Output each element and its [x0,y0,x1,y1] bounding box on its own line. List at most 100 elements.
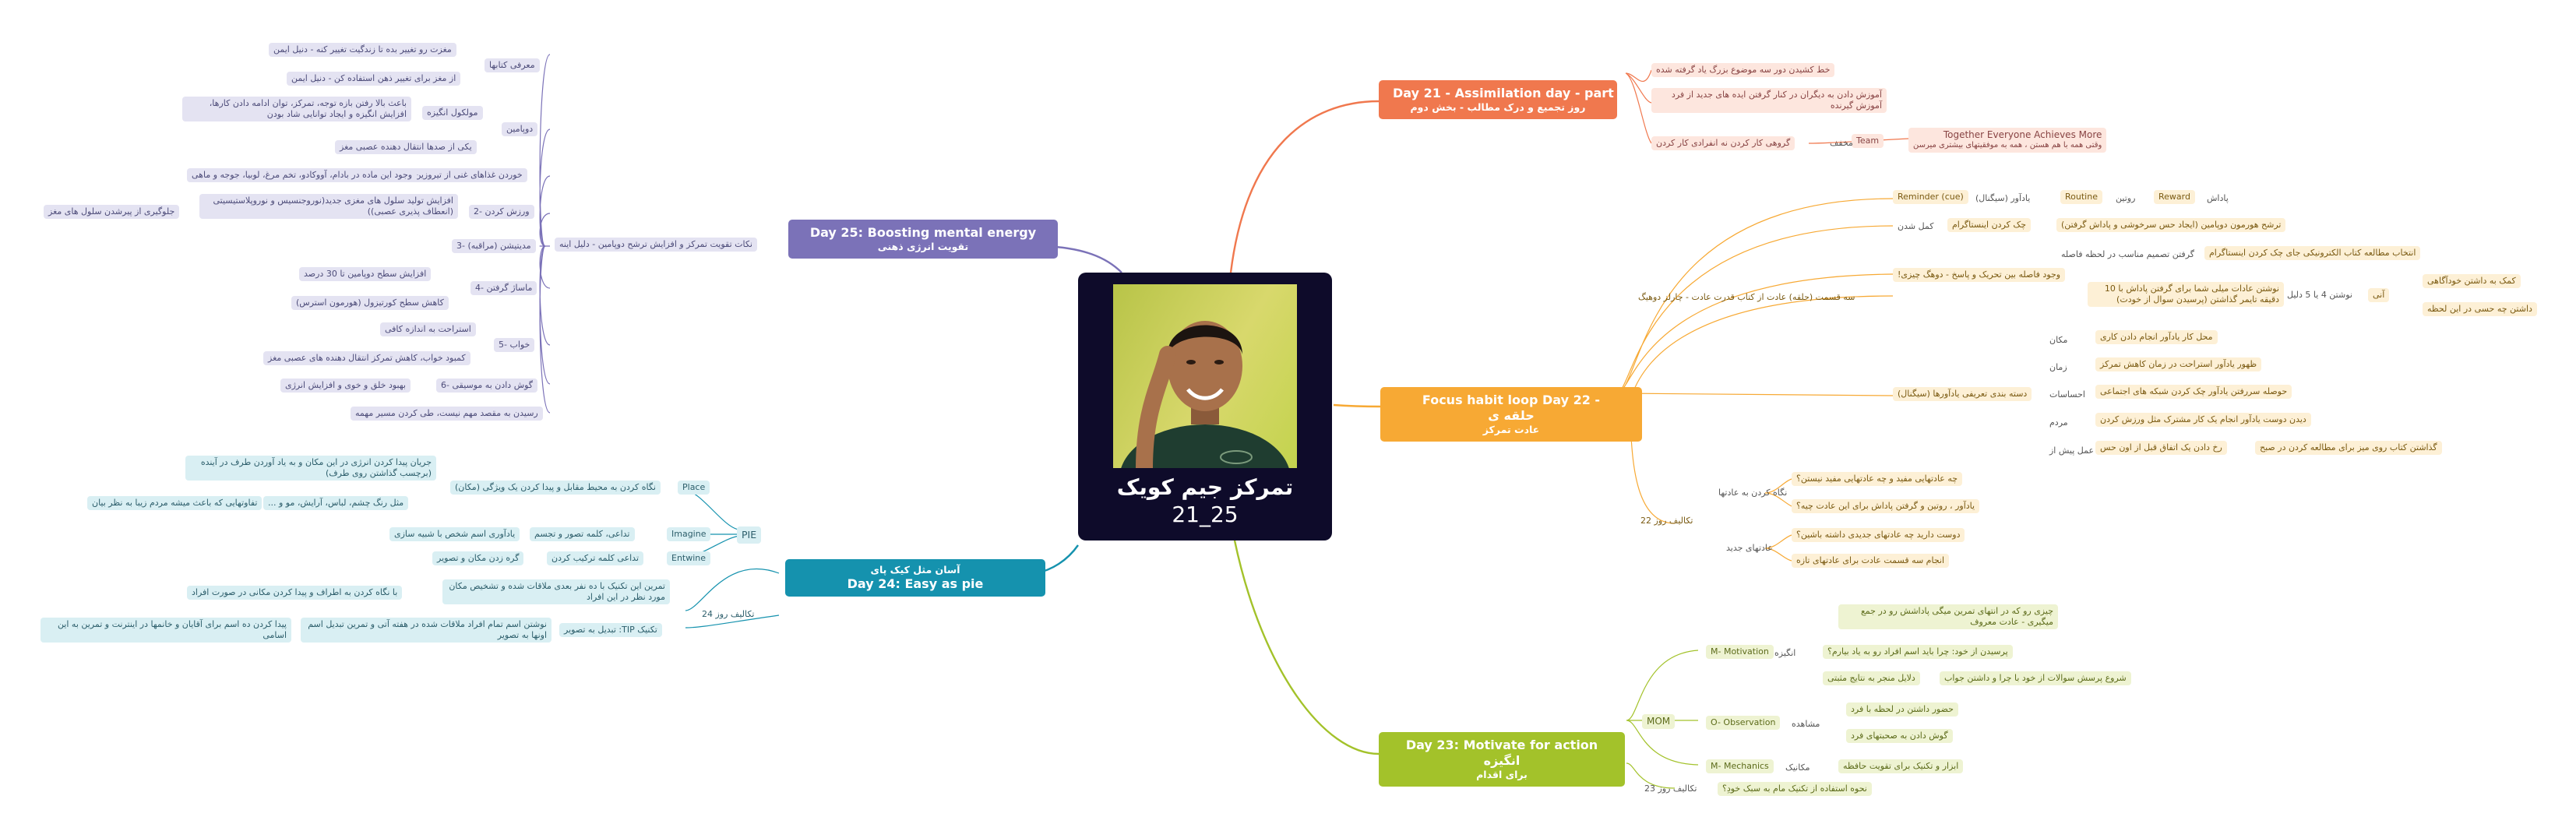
day23-title-row: Day 23: Motivate for action انگیزه [1393,738,1611,769]
day25-dopamine-a1[interactable]: باعث بالا رفتن بازه توجه، تمرکز، توان اد… [182,97,411,121]
day22-hub[interactable]: Focus habit loop Day 22 - حلقه ی عادت تم… [1380,387,1642,442]
day23-motivation-1[interactable]: چیزی رو که در انتهای تمرین میگی پاداشش ر… [1838,604,2058,629]
day21-team[interactable]: Team [1852,134,1884,148]
day24-imagine-b[interactable]: یادآوری اسم شخص با شبیه سازی [389,527,520,541]
day22-reward[interactable]: Reward [2154,190,2195,204]
day21-item-3[interactable]: گروهی کار کردن نه انفرادی کار کردن [1651,136,1795,150]
day25-p7[interactable]: رسیدن به مقصد مهم نیست، طی کردن مسیر مهم… [351,407,543,421]
day24-hub[interactable]: آسان مثل کیک پای Day 24: Easy as pie [785,559,1045,597]
day25-dopamine-b[interactable]: یکی از صدها انتقال دهنده عصبی مغز [335,140,477,154]
day22-gap-b3[interactable]: آنی [2368,288,2390,302]
day25-p4b[interactable]: کاهش سطح کورتیزول (هورمون استرس) [291,296,449,310]
day23-motivation-2[interactable]: پرسیدن از خود: چرا باید اسم افراد رو به … [1823,645,2013,659]
day25-p2[interactable]: ورزش کردن -2 [469,205,534,219]
day25-p1[interactable]: خوردن غذاهای غنی از تیروزین -1 [399,168,527,182]
day22-dopamine[interactable]: ترشح هورمون دوپامین (ایجاد حس سرخوشی و پ… [2056,218,2286,232]
day22-tasks-a2[interactable]: یادآور ، روتین و گرفتن پاداش برای این عا… [1792,499,1980,513]
day22-cue-desc-5[interactable]: رخ دادن یک اتفاق قبل از اون حس [2095,441,2227,455]
day25-p2a[interactable]: افزایش تولید سلول های مغزی جدید(نوروجنسی… [199,194,458,219]
day25-hub[interactable]: Day 25: Boosting mental energy تقویت انر… [788,220,1058,259]
day22-tasks-b2[interactable]: انجام سه قسمت عادت برای عادتهای تازه [1792,554,1950,568]
day25-root[interactable]: نکات تقویت تمرکز و افزایش ترشح دوپامین -… [555,238,757,252]
day21-team-full[interactable]: Together Everyone Achieves More وقتی همه… [1908,128,2107,153]
day22-tasks[interactable]: تکالیف روز 22 [1640,516,1693,526]
day22-cue-desc-4[interactable]: دیدن دوست یادآور انجام یک کار مشترک مثل … [2095,413,2311,427]
day22-dopamine-mid[interactable]: چک کردن اینستاگرام [1947,218,2032,232]
day22-gap-b[interactable]: نوشتن عادات میلی شما برای گرفتن پاداش با… [2088,282,2284,307]
day22-cue-2: زمان [2049,362,2067,372]
day25-p3[interactable]: مدیتیشن (مراقبه) -3 [452,239,536,253]
day22-gap-a2[interactable]: انتخاب مطالعه کتاب الکترونیکی جای چک کرد… [2204,246,2421,260]
day23-motivation[interactable]: M- Motivation [1706,645,1774,659]
day25-books-b[interactable]: از مغز برای تغییر ذهن استفاده کن - دنیل … [287,72,461,86]
day22-tasks-a1[interactable]: چه عادتهایی مفید و چه عادتهایی مفید نیست… [1792,472,1963,486]
day25-p2b[interactable]: جلوگیری از پیرشدن سلول های مغز [44,205,180,219]
day25-p1a[interactable]: وجود این ماده در بادام، آووکادو، تخم مرغ… [187,168,418,182]
day24-tip-a[interactable]: نوشتن اسم تمام افراد ملاقات شده در هفته … [301,618,551,643]
day25-books-a[interactable]: مغزت رو تغییر بده تا زندگیت تغییر کنه - … [269,43,456,57]
day21-item-2[interactable]: آموزش دادن به دیگران در کنار گرفتن ایده … [1651,88,1887,113]
day24-place-a[interactable]: جریان پیدا کردن انرژی در این مکان و به ی… [185,456,436,481]
day25-p6a[interactable]: بهبود خلق و خوی و افزایش انرژی [280,379,411,393]
day25-p5[interactable]: خواب -5 [494,338,535,352]
day23-subtitle: برای اقدام [1476,769,1528,780]
day22-gap-b5[interactable]: داشتن چه حسی در این لحظه [2423,302,2537,316]
day22-reminder[interactable]: Reminder (cue) [1893,190,1968,204]
day24-place-b[interactable]: مثل رنگ چشم، لباس، آرایش، مو و ... [263,496,409,510]
day22-cue-1: مکان [2049,335,2068,345]
day22-steps-root[interactable]: سه قسمت (حلقه) عادت از کتاب قدرت عادت - … [1638,292,1855,302]
day23-observation-1[interactable]: حضور داشتن در لحظه با فرد [1846,702,1958,717]
day25-p5a[interactable]: استراحت به اندازه کافی [380,322,476,336]
day24-place-b2[interactable]: تفاوتهایی که باعث میشه مردم زیبا به نظر … [87,496,263,510]
day23-tasks-item[interactable]: نحوه استفاده از تکنیک مام به سبک خودِ؟ [1718,782,1872,796]
day24-imagine[interactable]: Imagine [667,527,711,541]
day23-mom[interactable]: MOM [1642,714,1676,729]
day24-imagine-desc[interactable]: تداعی، کلمه تصور و تجسم [530,527,635,541]
day25-title: Day 25: Boosting mental energy [809,225,1037,240]
day22-cue-desc-3[interactable]: حوصله سررفتن یادآور چک کردن شبکه های اجت… [2095,385,2292,399]
day22-routine[interactable]: Routine [2060,190,2102,204]
day22-cue-desc-1[interactable]: محل کار یادآور انجام دادن کاری [2095,330,2218,344]
day24-tip-b[interactable]: پیدا کردن ده اسم برای آقایان و خانمها در… [41,618,291,643]
day22-subtitle: عادت تمرکز [1482,424,1540,435]
day22-gap-b4[interactable]: کمک به داشتن خودآگاهی [2423,274,2521,288]
day24-tip[interactable]: تکنیک TIP: تبدیل به تصویر [559,623,662,637]
day25-p4a[interactable]: افزایش سطح دوپامین تا 30 درصد [299,267,432,281]
day22-cues[interactable]: دسته بندی تعریفی یادآورها (سیگنال) [1893,387,2032,401]
connector-day23 [1233,540,1380,755]
day24-place-desc[interactable]: نگاه کردن به محیط مقابل و پیدا کردن یک و… [450,481,661,495]
day24-entwine-b[interactable]: گره زدن مکان و تصویر [432,551,524,565]
day23-mechanics-1[interactable]: ابزار و تکنیک برای تقویت حافظه [1838,759,1964,773]
day22-cue-desc-6[interactable]: گذاشتن کتاب روی میز برای مطالعه کردن در … [2255,441,2442,455]
day23-observation[interactable]: O- Observation [1706,716,1781,730]
day23-mechanics[interactable]: M- Mechanics [1706,759,1774,773]
day23-observation-2[interactable]: گوش دادن به صحبتهای فرد [1846,729,1953,743]
day22-cue-desc-2[interactable]: ظهور یادآور استراحت در زمان کاهش تمرکز [2095,357,2262,371]
day21-hub[interactable]: Day 21 - Assimilation day - part 2 روز ت… [1379,80,1627,119]
central-topic[interactable]: تمرکز جیم کویک 21_25 [1078,273,1332,540]
day23-motivation-extra[interactable]: شروع پرسش سوالات از خود با چرا و داشتن ج… [1940,671,2131,685]
day23-motivation-3[interactable]: دلایل منجر به نتایج مثبتی [1823,671,1920,685]
day24-entwine-desc[interactable]: تداعی کلمه ترکیب کردن [547,551,644,565]
day21-item-1[interactable]: خط کشیدن دور سه موضوع بزرگ یاد گرفته شده [1651,63,1835,77]
day25-dopamine-a[interactable]: مولکول انگیزه [422,106,483,120]
day22-gap[interactable]: وجود فاصله بین تحریک و پاسخ - دوهگ چیزی! [1893,268,2066,282]
day22-gap-a: گرفتن تصمیم مناسب در لحظه فاصله [2061,249,2194,259]
day24-entwine[interactable]: Entwine [667,551,711,565]
day24-tasks-a[interactable]: تمرین این تکنیک با ده نفر بعدی ملاقات شد… [442,579,670,604]
day22-cue-5: عمل پیش از [2049,445,2095,456]
day25-books[interactable]: معرفی کتابها [485,58,540,72]
day24-place[interactable]: Place [678,481,710,495]
day25-dopamine[interactable]: دوپامین [502,122,538,136]
day23-tasks[interactable]: تکالیف روز 23 [1644,783,1697,794]
day22-tasks-b1[interactable]: دوست دارید چه عادتهای جدیدی داشته باشین؟ [1792,528,1965,542]
day22-title-row: Focus habit loop Day 22 - حلقه ی [1394,393,1628,424]
day25-p4[interactable]: ماساژ گرفتن -4 [470,281,537,295]
day24-tasks[interactable]: تکالیف روز 24 [702,609,755,619]
day25-p6[interactable]: گوش دادن به موسیقی -6 [436,379,538,393]
day24-pie[interactable]: PIE [737,526,762,544]
day24-tasks-a2[interactable]: با نگاه کردن به اطراف و پیدا کردن مکانی … [187,586,403,600]
day25-p5b[interactable]: کمبود خواب، کاهش تمرکز انتقال دهنده های … [263,351,470,365]
day23-hub[interactable]: Day 23: Motivate for action انگیزه برای … [1379,732,1625,787]
